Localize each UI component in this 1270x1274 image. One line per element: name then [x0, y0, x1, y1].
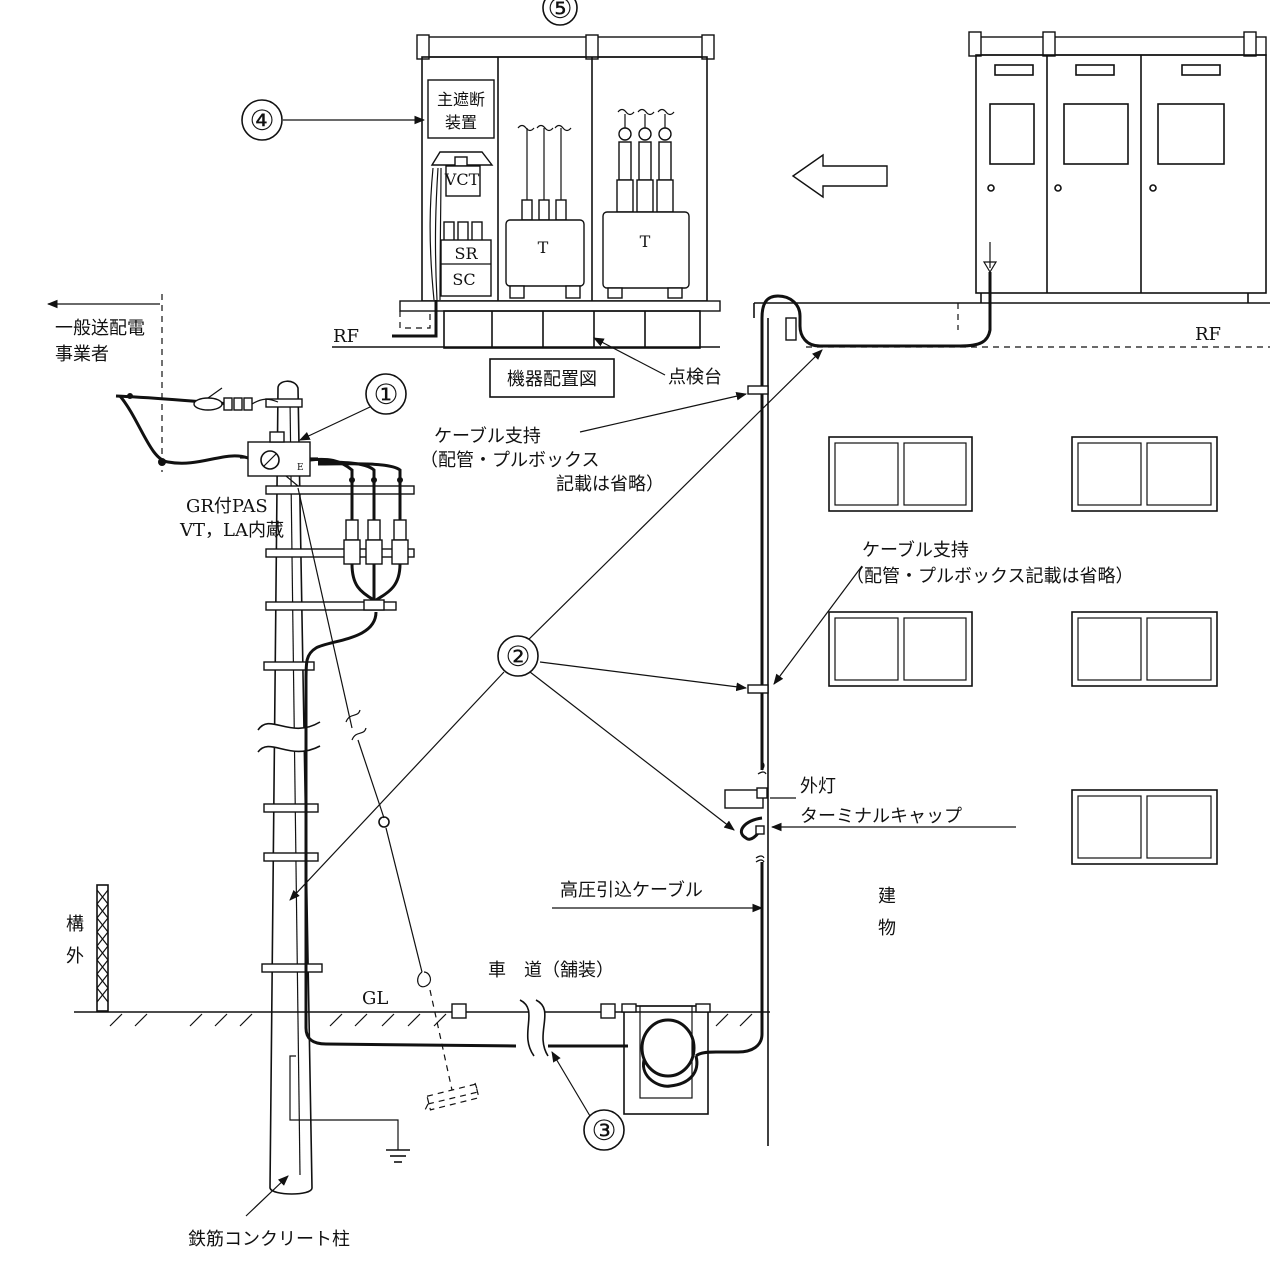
- layout-caption-box: 機器配置図: [489, 358, 615, 398]
- vct-box: [445, 165, 481, 197]
- outside-label-1: 構: [66, 914, 84, 935]
- transformer-1-label: T: [538, 238, 549, 257]
- cable-support-1-label-3: 記載は省略）: [556, 474, 664, 495]
- pas-label-2: VT，LA内蔵: [179, 520, 284, 541]
- building-label-1: 建: [878, 886, 896, 907]
- gl-label: GL: [362, 988, 388, 1009]
- equipment-cubicle: 主遮断 装置 VCT SR SC T: [332, 34, 721, 349]
- transformer-1: T: [505, 124, 585, 299]
- cable-support-lower: [747, 684, 769, 694]
- rf-label-right: RF: [1195, 324, 1221, 345]
- svg-text:①: ①: [373, 378, 398, 411]
- svg-text:③: ③: [591, 1114, 616, 1147]
- transformer-2: T: [602, 108, 690, 299]
- callout-1: ①: [299, 373, 407, 441]
- layout-caption: 機器配置図: [507, 369, 597, 390]
- main-breaker-label-1: 主遮断: [437, 90, 485, 109]
- outdoor-light: [724, 787, 768, 809]
- hollow-arrow: [791, 153, 888, 199]
- outdoor-light-label: 外灯: [800, 776, 836, 797]
- utility-label-2: 事業者: [55, 344, 109, 365]
- cable-support-2-label-2: （配管・プルボックス記載は省略）: [846, 566, 1133, 587]
- sr-sc-box: [440, 239, 492, 297]
- cable-support-2-label-1: ケーブル支持: [862, 539, 969, 561]
- callout-5: ⑤: [542, 0, 578, 26]
- terminal-cap: [755, 825, 765, 835]
- cable-support-upper: [747, 385, 769, 395]
- sc-label: SC: [452, 270, 475, 289]
- callout-3: ③: [551, 1051, 625, 1151]
- svg-text:⑤: ⑤: [547, 0, 572, 25]
- outside-label-2: 外: [66, 946, 84, 967]
- building-label-2: 物: [878, 918, 896, 939]
- concrete-pole: [257, 380, 415, 1195]
- transformer-2-label: T: [640, 232, 651, 251]
- callout-2: ②: [289, 349, 823, 901]
- rf-label-left: RF: [333, 326, 359, 347]
- building-windows: [828, 436, 1218, 865]
- sr-label: SR: [454, 244, 478, 263]
- pas-e-label: E: [297, 463, 304, 473]
- svg-text:④: ④: [249, 104, 274, 137]
- handhole: [621, 1003, 717, 1115]
- cable-support-1-label-2: （配管・プルボックス: [420, 450, 599, 471]
- roadway-label: 車 道（舗装）: [488, 960, 614, 981]
- pole-cables: [304, 457, 517, 1048]
- pas-label-1: GR付PAS: [186, 496, 268, 517]
- svg-text:②: ②: [505, 640, 530, 673]
- pole-caption: 鉄筋コンクリート柱: [188, 1229, 350, 1250]
- site-boundary-fence: [96, 884, 109, 1012]
- inspection-platform-label: 点検台: [668, 367, 722, 388]
- ground-surface: [74, 1011, 770, 1027]
- utility-label-1: 一般送配電: [55, 318, 145, 339]
- callout-4: ④: [241, 99, 426, 141]
- rooftop-cubicle: [760, 31, 1267, 770]
- terminal-cap-label: ターミナルキャップ: [800, 806, 962, 827]
- main-breaker-label-2: 装置: [445, 113, 477, 132]
- pas-switch: E: [240, 431, 318, 487]
- main-breaker-box: [427, 79, 495, 139]
- cable-support-1-label-1: ケーブル支持: [434, 425, 541, 447]
- vct-label: VCT: [444, 170, 480, 189]
- hv-service-cable-label: 高圧引込ケーブル: [560, 879, 703, 901]
